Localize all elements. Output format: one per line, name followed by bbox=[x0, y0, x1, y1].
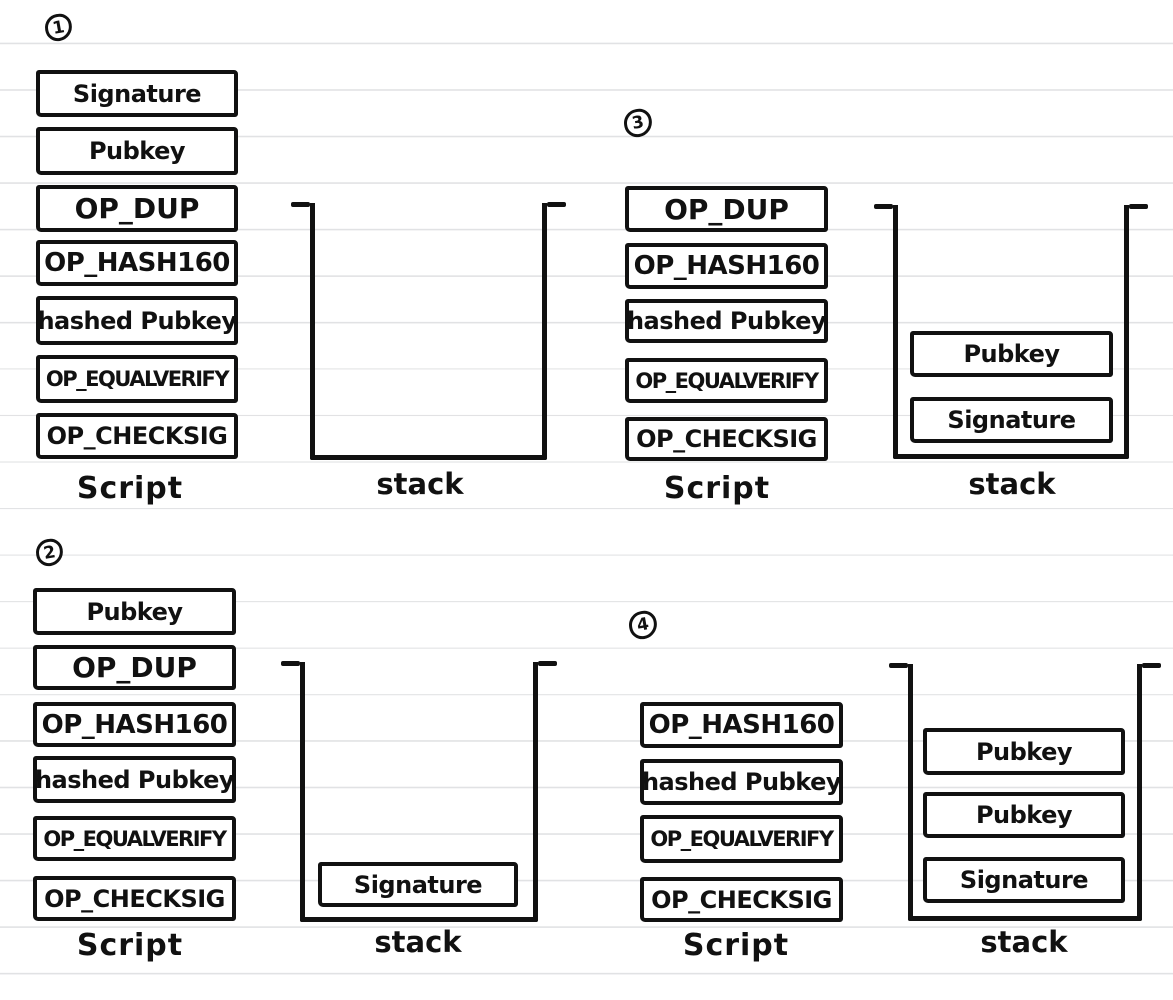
stack-container bbox=[281, 661, 557, 922]
script-item-pubkey: Pubkey bbox=[33, 588, 236, 635]
script-item-op-checksig: OP_CHECKSIG bbox=[36, 413, 238, 459]
step-2-badge: 2 bbox=[33, 536, 66, 569]
script-item-signature: Signature bbox=[36, 70, 238, 117]
stack-label: stack bbox=[374, 925, 462, 959]
script-item-op-equalverify: OP_EQUALVERIFY bbox=[625, 358, 828, 403]
stack-item-signature: Signature bbox=[318, 862, 518, 907]
step-1-badge: 1 bbox=[42, 11, 75, 44]
script-label: Script bbox=[682, 928, 790, 963]
script-item-hashed-pubkey: hashed Pubkey bbox=[36, 296, 238, 345]
stack-container bbox=[291, 202, 566, 460]
stack-label: stack bbox=[376, 467, 464, 501]
stack-item-signature: Signature bbox=[923, 857, 1125, 903]
script-item-op-dup: OP_DUP bbox=[33, 645, 236, 690]
stack-container bbox=[889, 663, 1161, 921]
stack-item-pubkey: Pubkey bbox=[923, 792, 1125, 838]
stack-item-pubkey: Pubkey bbox=[923, 728, 1125, 775]
script-item-op-checksig: OP_CHECKSIG bbox=[640, 877, 843, 922]
script-item-op-hash160: OP_HASH160 bbox=[640, 702, 843, 748]
stack-label: stack bbox=[968, 467, 1056, 501]
script-item-hashed-pubkey: hashed Pubkey bbox=[33, 756, 236, 803]
step-3-badge: 3 bbox=[621, 106, 655, 140]
script-item-hashed-pubkey: hashed Pubkey bbox=[625, 299, 828, 343]
script-label: Script bbox=[76, 928, 184, 963]
script-item-op-equalverify: OP_EQUALVERIFY bbox=[36, 355, 238, 403]
script-item-op-equalverify: OP_EQUALVERIFY bbox=[33, 816, 236, 861]
script-item-op-dup: OP_DUP bbox=[36, 185, 238, 232]
script-label: Script bbox=[76, 471, 184, 506]
script-item-op-hash160: OP_HASH160 bbox=[625, 243, 828, 289]
script-item-op-checksig: OP_CHECKSIG bbox=[625, 417, 828, 461]
script-item-op-dup: OP_DUP bbox=[625, 186, 828, 232]
script-item-op-hash160: OP_HASH160 bbox=[33, 702, 236, 747]
script-label: Script bbox=[663, 471, 771, 506]
stack-item-pubkey: Pubkey bbox=[910, 331, 1113, 377]
stack-label: stack bbox=[980, 925, 1068, 959]
stack-item-signature: Signature bbox=[910, 397, 1113, 443]
step-4-badge: 4 bbox=[626, 608, 660, 642]
stack-container bbox=[874, 204, 1148, 459]
script-item-op-hash160: OP_HASH160 bbox=[36, 240, 238, 286]
script-item-hashed-pubkey: hashed Pubkey bbox=[640, 759, 843, 805]
script-item-op-checksig: OP_CHECKSIG bbox=[33, 876, 236, 921]
script-item-pubkey: Pubkey bbox=[36, 127, 238, 175]
script-item-op-equalverify: OP_EQUALVERIFY bbox=[640, 815, 843, 863]
